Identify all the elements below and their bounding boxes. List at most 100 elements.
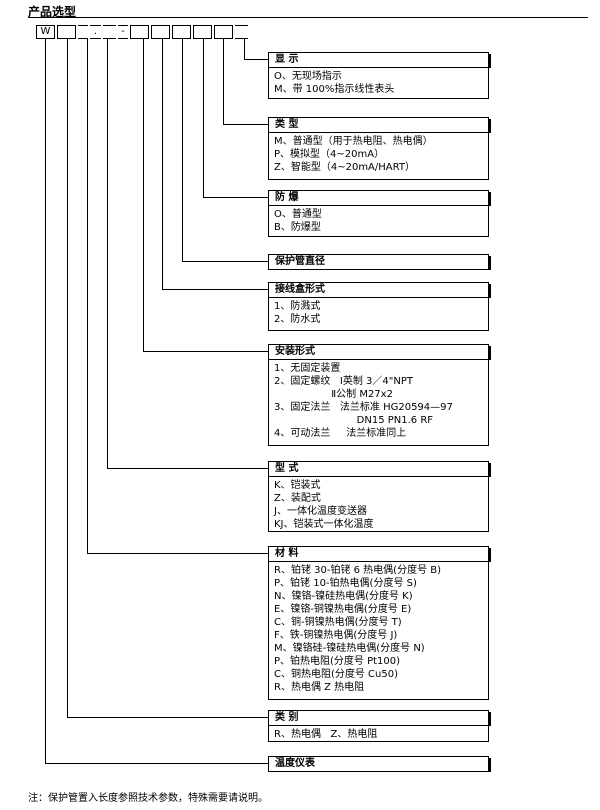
connector-vertical (182, 39, 183, 261)
section-header: 显 示 (269, 53, 488, 68)
footnote: 注：保护管置入长度参照技术参数，特殊需要请说明。 (28, 793, 268, 804)
connector-vertical (223, 39, 224, 124)
header-shadow (489, 548, 491, 562)
section-header: 型 式 (269, 462, 488, 477)
option-line: P、模拟型（4~20mA） (274, 149, 385, 160)
option-line: N、镍铬-镍硅热电偶(分度号 K) (274, 591, 413, 602)
header-shadow (489, 54, 491, 68)
code-box (193, 25, 212, 39)
selection-section: 防 爆 O、普通型 B、防爆型 (268, 190, 489, 237)
selection-section: 类 别 R、热电偶 Z、热电阻 (268, 710, 489, 742)
header-shadow (489, 758, 491, 772)
code-box (103, 25, 116, 39)
option-line: R、热电偶 Z 热电阻 (274, 682, 365, 693)
connector-vertical (244, 39, 245, 59)
option-line: Z、装配式 (274, 493, 321, 504)
code-box (78, 25, 88, 39)
header-shadow (489, 346, 491, 360)
section-header: 类 型 (269, 118, 488, 133)
section-header: 类 别 (269, 711, 488, 726)
code-box: W (36, 25, 55, 39)
option-line: E、镍铬-铜镍热电偶(分度号 E) (274, 604, 412, 615)
code-box (235, 25, 248, 39)
section-header: 安装形式 (269, 345, 488, 360)
option-line: 1、防溅式 (274, 301, 321, 312)
option-line: DN15 PN1.6 RF (274, 415, 434, 426)
header-shadow (489, 284, 491, 298)
option-line: O、无现场指示 (274, 71, 342, 82)
section-options: R、铂铑 30-铂铑 6 热电偶(分度号 B) P、铂铑 10-铂热电偶(分度号 … (269, 562, 488, 694)
section-options: R、热电偶 Z、热电阻 (269, 726, 488, 741)
option-line: J、一体化温度变送器 (274, 506, 367, 517)
option-line: M、普通型（用于热电阻、热电偶） (274, 136, 433, 147)
option-line: R、热电偶 Z、热电阻 (274, 729, 378, 740)
connector-vertical (203, 39, 204, 197)
connector-horizontal (143, 351, 268, 352)
option-line: Ⅱ公制 M27x2 (274, 389, 393, 400)
header-shadow (489, 463, 491, 477)
option-line: B、防爆型 (274, 222, 321, 233)
option-line: 2、固定螺纹 Ⅰ英制 3／4"NPT (274, 376, 413, 387)
connector-horizontal (87, 553, 268, 554)
option-line: R、铂铑 30-铂铑 6 热电偶(分度号 B) (274, 565, 442, 576)
code-box (57, 25, 76, 39)
connector-horizontal (45, 763, 268, 764)
header-shadow (489, 712, 491, 726)
connector-horizontal (162, 289, 268, 290)
option-line: 1、无固定装置 (274, 363, 341, 374)
section-header: 温度仪表 (269, 757, 488, 771)
option-line: Z、智能型（4~20mA/HART） (274, 162, 415, 173)
code-box: - (118, 25, 128, 39)
selection-section: 显 示 O、无现场指示 M、带 100%指示线性表头 (268, 52, 489, 99)
option-line: P、铂热电阻(分度号 Pt100) (274, 656, 401, 667)
code-box: . (90, 25, 101, 39)
section-options: M、普通型（用于热电阻、热电偶） P、模拟型（4~20mA） Z、智能型（4~20m… (269, 133, 488, 174)
code-box (172, 25, 191, 39)
connector-horizontal (182, 261, 268, 262)
header-shadow (489, 119, 491, 133)
connector-horizontal (203, 197, 268, 198)
connector-vertical (45, 39, 46, 763)
option-line: 3、固定法兰 法兰标准 HG20594—97 (274, 402, 453, 413)
option-line: P、铂铑 10-铂热电偶(分度号 S) (274, 578, 417, 589)
option-line: M、带 100%指示线性表头 (274, 84, 395, 95)
connector-vertical (87, 39, 88, 553)
header-shadow (489, 192, 491, 206)
title-rule (28, 17, 588, 18)
code-box (214, 25, 233, 39)
option-line: C、铜-铜镍热电偶(分度号 T) (274, 617, 402, 628)
connector-horizontal (67, 717, 268, 718)
section-options: O、无现场指示 M、带 100%指示线性表头 (269, 68, 488, 96)
connector-horizontal (244, 59, 268, 60)
selection-section: 材 料 R、铂铑 30-铂铑 6 热电偶(分度号 B) P、铂铑 10-铂热电偶(分… (268, 546, 489, 700)
code-box (130, 25, 149, 39)
header-shadow (489, 256, 491, 270)
option-line: KJ、铠装式一体化温度 (274, 519, 374, 530)
section-options: 1、无固定装置 2、固定螺纹 Ⅰ英制 3／4"NPT Ⅱ公制 M27x2 3、固定法… (269, 360, 488, 440)
connector-horizontal (223, 124, 268, 125)
connector-vertical (107, 39, 108, 468)
selection-section: 保护管直径 (268, 254, 489, 270)
option-line: C、铜热电阻(分度号 Cu50) (274, 669, 399, 680)
section-header: 保护管直径 (269, 255, 488, 269)
connector-vertical (143, 39, 144, 351)
option-line: 4、可动法兰 法兰标准同上 (274, 428, 407, 439)
connector-vertical (67, 39, 68, 717)
section-header: 材 料 (269, 547, 488, 562)
section-header: 防 爆 (269, 191, 488, 206)
section-options: O、普通型 B、防爆型 (269, 206, 488, 234)
selection-section: 类 型 M、普通型（用于热电阻、热电偶） P、模拟型（4~20mA） Z、智能型（4~… (268, 117, 489, 180)
option-line: O、普通型 (274, 209, 322, 220)
section-header: 接线盒形式 (269, 283, 488, 298)
option-line: M、镍铬硅-镍硅热电偶(分度号 N) (274, 643, 425, 654)
option-line: F、铁-铜镍热电偶(分度号 J) (274, 630, 398, 641)
connector-horizontal (107, 468, 268, 469)
page-title: 产品选型 (28, 5, 77, 19)
code-box (151, 25, 170, 39)
selection-section: 安装形式 1、无固定装置 2、固定螺纹 Ⅰ英制 3／4"NPT Ⅱ公制 M27x2 3… (268, 344, 489, 446)
